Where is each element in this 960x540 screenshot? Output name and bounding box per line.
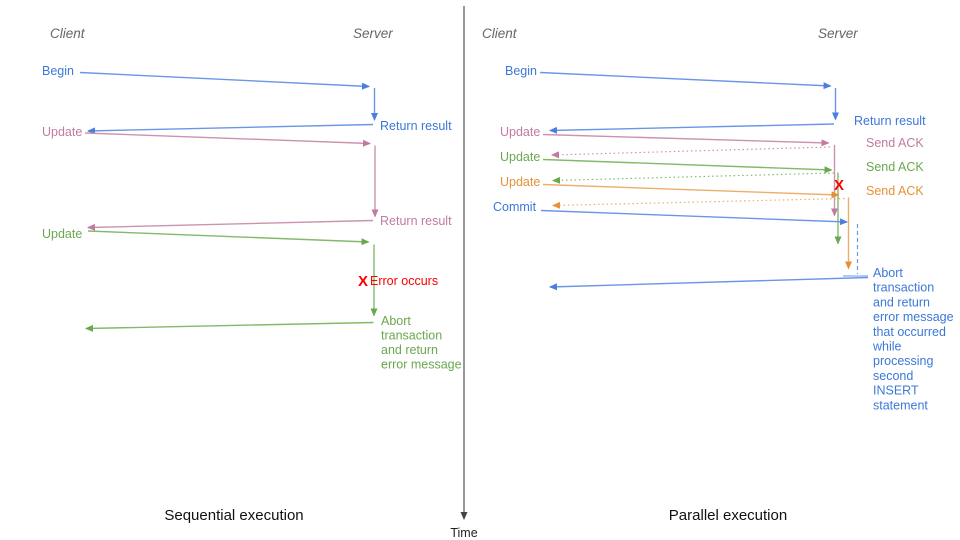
update-label-2: Update — [500, 150, 540, 164]
send-ack-arrow-2 — [552, 172, 835, 184]
update-request-arrow-3 — [542, 183, 840, 199]
client-header: Client — [50, 26, 86, 41]
abort-text-line: and return — [381, 343, 438, 357]
abort-text-line: statement — [873, 398, 928, 412]
sequential-panel: Client Server Begin Return result Update… — [42, 26, 462, 524]
send-ack-arrow-1 — [551, 146, 831, 159]
abort-text-line: transaction — [381, 329, 442, 343]
abort-text-line: that occurred — [873, 325, 946, 339]
abort-response-arrow — [85, 321, 374, 332]
begin-request-arrow — [539, 71, 832, 90]
abort-text-line: INSERT — [873, 384, 919, 398]
return-result-label-2: Return result — [380, 214, 452, 228]
send-ack-arrow-3 — [552, 197, 845, 209]
begin-label: Begin — [505, 64, 537, 78]
abort-text-line: error message — [381, 358, 462, 372]
abort-text-line: transaction — [873, 281, 934, 295]
sequential-caption: Sequential execution — [164, 507, 303, 524]
return-result-arrow-2 — [87, 219, 374, 231]
update-label-1: Update — [500, 125, 540, 139]
update-request-arrow-1 — [84, 132, 371, 147]
error-x-icon: X — [358, 273, 368, 290]
return-result-arrow — [549, 123, 835, 134]
update-request-arrow-2 — [542, 158, 833, 174]
return-result-label-1: Return result — [380, 119, 452, 133]
abort-text-line: and return — [873, 295, 930, 309]
time-axis: Time — [450, 6, 478, 540]
abort-text-line: processing — [873, 354, 933, 368]
update-request-arrow-1 — [542, 133, 830, 147]
parallel-caption: Parallel execution — [669, 507, 787, 524]
error-x-icon: X — [834, 177, 844, 194]
update-label-3: Update — [500, 175, 540, 189]
abort-text-line: second — [873, 369, 913, 383]
parallel-panel: Client Server Begin Return result Update… — [482, 26, 954, 524]
abort-text-line: Abort — [873, 266, 903, 280]
abort-response-arrow — [549, 276, 869, 291]
return-result-label: Return result — [854, 114, 926, 128]
update-request-arrow-2 — [87, 230, 370, 246]
update-label-1: Update — [42, 125, 82, 139]
time-axis-label: Time — [450, 526, 477, 540]
send-ack-label-1: Send ACK — [866, 136, 924, 150]
return-result-arrow-1 — [87, 123, 374, 135]
commit-request-arrow — [540, 209, 848, 226]
abort-text-line: error message — [873, 310, 954, 324]
client-header: Client — [482, 26, 518, 41]
update-label-2: Update — [42, 227, 82, 241]
begin-request-arrow — [79, 71, 370, 90]
begin-label: Begin — [42, 64, 74, 78]
server-header: Server — [818, 26, 858, 41]
server-header: Server — [353, 26, 393, 41]
send-ack-label-3: Send ACK — [866, 184, 924, 198]
commit-label: Commit — [493, 200, 537, 214]
send-ack-label-2: Send ACK — [866, 160, 924, 174]
abort-text-line: Abort — [381, 314, 411, 328]
abort-text-line: while — [872, 340, 902, 354]
error-occurs-label: Error occurs — [370, 274, 438, 288]
